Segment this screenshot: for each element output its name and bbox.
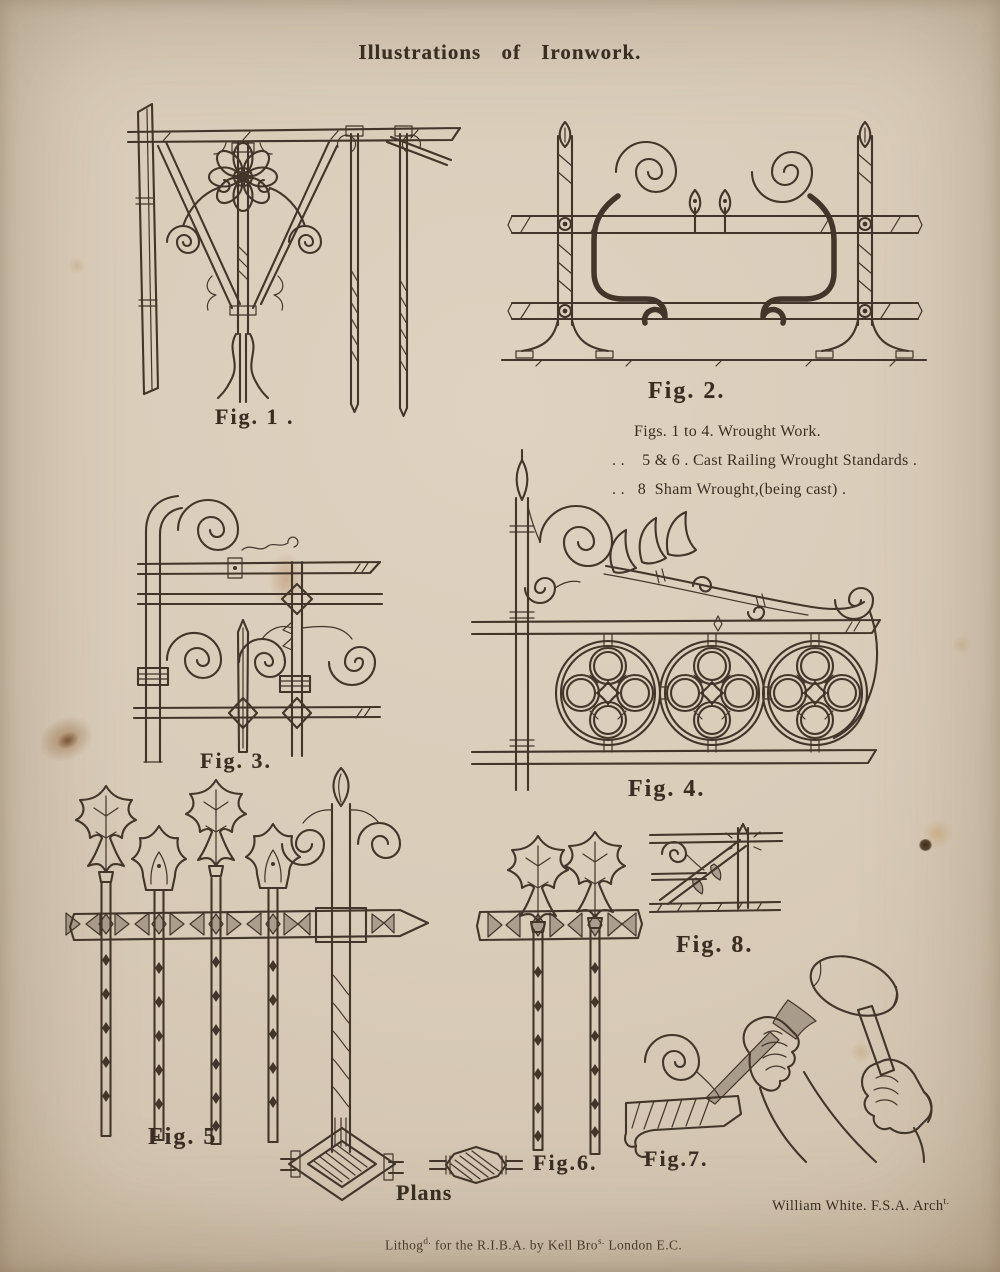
ink-stain [31,708,101,770]
fig4-drawing [470,448,882,792]
author-credit: William White. F.S.A. Archt. [772,1196,950,1215]
imprint-superscript: s. [597,1236,605,1246]
author-credit-superscript: t. [943,1196,950,1207]
fig3-label: Fig. 3. [200,748,273,773]
imprint-text: London E.C. [604,1237,683,1253]
imprint-superscript: d. [423,1236,432,1246]
fig3-drawing [132,494,384,764]
legend-line: Figs. 1 to 4. Wrought Work. [634,423,821,440]
legend-line: . . 5 & 6 . Cast Railing Wrought Standar… [612,452,918,469]
legend-line: . . 8 Sham Wrought,(being cast) . [612,481,847,498]
fig2-label: Fig. 2. [648,378,726,404]
foxing-spot [952,636,972,654]
imprint-text: for the R.I.B.A. by Kell Bro [431,1237,598,1253]
foxing-spot [68,258,86,274]
fig8-label: Fig. 8. [676,932,754,958]
plan-diamond-drawing [279,1126,405,1202]
imprint-text: Lithog [385,1237,424,1253]
ink-stain-core [54,729,82,752]
fig7-label: Fig.7. [644,1146,709,1171]
imprint-credit: Lithogd. for the R.I.B.A. by Kell Bros. … [385,1236,682,1254]
fig2-drawing [500,120,928,367]
plate-title: Illustrations of Ironwork. [358,40,642,64]
foxing-spot [922,820,954,848]
plate-legend: Figs. 1 to 4. Wrought Work. . . 5 & 6 . … [612,424,917,511]
fig1-label: Fig. 1 . [215,404,295,429]
fig6-drawing [475,830,644,1156]
plans-label: Plans [396,1180,453,1205]
fig7-drawing [624,955,933,1164]
plan-hexagon-drawing [428,1145,524,1185]
fig5-drawing [65,766,430,1154]
dark-spot [919,839,932,851]
fig4-label: Fig. 4. [628,776,706,802]
fig8-drawing [648,822,784,914]
fig6-label: Fig.6. [533,1150,598,1175]
fig5-label: Fig. 5 [148,1124,218,1150]
author-credit-text: William White. F.S.A. Arch [772,1197,944,1214]
fig1-drawing [126,102,462,418]
